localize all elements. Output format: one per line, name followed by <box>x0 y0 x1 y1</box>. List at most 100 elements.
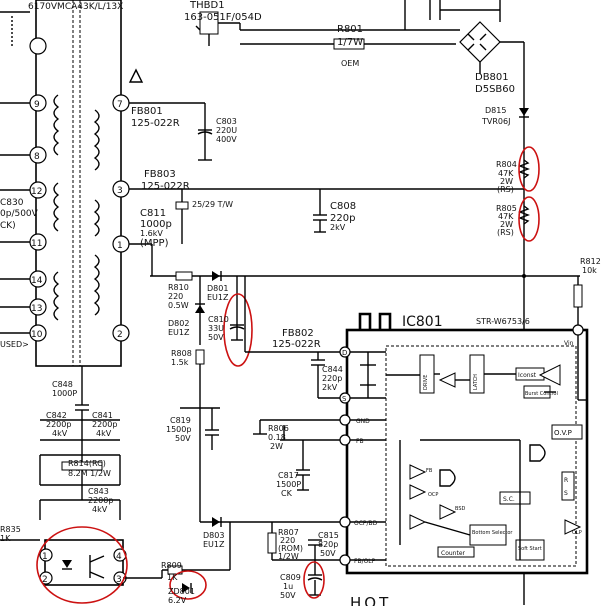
ic-pin-gnd: GND <box>356 418 370 425</box>
c842-ref: C842 <box>46 411 67 420</box>
c809-ref: C809 <box>280 573 301 582</box>
r807-ref: R807 <box>278 528 299 537</box>
r806-ref: R806 <box>268 424 289 433</box>
highlight-c809 <box>303 561 325 599</box>
r814-ref: R814(RC) <box>68 459 106 468</box>
r806-v1: 0.18 <box>268 433 286 442</box>
t-pin-14: 14 <box>31 276 43 286</box>
r812-val: 10k <box>582 266 597 275</box>
r801-ref: R801 <box>337 24 363 35</box>
d803-r807-c815-c809 <box>162 517 343 596</box>
blk-olp: OLP <box>572 530 582 536</box>
opto-pin-2: 2 <box>42 575 48 585</box>
c819-v2: 50V <box>175 434 191 443</box>
c817-ref: C817 <box>278 471 299 480</box>
c810-ref: C810 <box>208 315 229 324</box>
ic-pin-vin: Vin <box>564 340 574 347</box>
t-pin-9: 9 <box>34 100 40 110</box>
r808-ref: R808 <box>171 349 192 358</box>
c830-ref: C830 <box>0 198 24 208</box>
r804-v3: (RS) <box>497 185 514 194</box>
fb803-ref: FB803 <box>144 169 176 180</box>
t-pin-1: 1 <box>117 241 123 251</box>
d803-ref: D803 <box>203 531 224 540</box>
blk-r: R <box>564 477 568 484</box>
thbd1-val: 163-051F/054D <box>184 12 262 23</box>
t-pin-10: 10 <box>31 330 43 340</box>
c817-v1: 1500P <box>276 480 301 489</box>
d803-val: EU1Z <box>203 540 225 549</box>
blk-fb: FB <box>426 468 433 474</box>
ic-pin-fb: FB <box>356 438 364 445</box>
c815-v2: 50V <box>320 549 336 558</box>
r810-ref: R810 <box>168 283 189 292</box>
c815-ref: C815 <box>318 531 339 540</box>
blk-drive: DRIVE <box>423 375 429 390</box>
blk-ovp: O.V.P <box>554 429 572 437</box>
ic-pin-d: D <box>342 349 347 357</box>
r807-v3: 1/2W <box>278 552 299 561</box>
transformer-left-pins <box>0 94 47 342</box>
c809-v2: 50V <box>280 591 296 600</box>
transformer-right-pins <box>112 94 130 342</box>
r806-c817 <box>253 419 343 491</box>
c842-v1: 2200p <box>46 420 71 429</box>
fb801-val: 125-022R <box>131 118 180 129</box>
c811-ref: C811 <box>140 208 166 219</box>
thbd1-ref: THBD1 <box>189 0 225 11</box>
t-pin-12: 12 <box>31 187 42 197</box>
opto-pin-3: 3 <box>116 575 122 585</box>
blk-soft: Soft Start <box>518 546 542 552</box>
ic-pin-ocp: OCP/BD <box>354 520 378 527</box>
transformer-model-label: 6170VMCA43K/L/13X <box>28 2 123 12</box>
opto-pin-4: 4 <box>116 552 122 562</box>
c844-v1: 220p <box>322 374 342 383</box>
r835-val: 1K <box>0 534 11 543</box>
c844-ref: C844 <box>322 365 343 374</box>
c811-v2: 1.6kV <box>140 229 163 238</box>
c843-ref: C843 <box>88 487 109 496</box>
fb803-c811-c808 <box>129 188 524 276</box>
c830-val: 0p/500V <box>0 209 39 219</box>
r810-d801-d802-c810 <box>175 271 245 522</box>
d815-ref: D815 <box>485 106 506 115</box>
blk-ocp: OCP <box>428 492 438 498</box>
c841-v2: 4kV <box>96 429 112 438</box>
opto-pin-1: 1 <box>42 552 48 562</box>
c811-v1: 1000p <box>140 219 172 230</box>
fb802-c844 <box>244 276 343 399</box>
c817-v2: CK <box>281 489 293 498</box>
highlight-optocoupler <box>36 526 128 604</box>
highlight-r805 <box>518 196 540 242</box>
ic-internal-blocks <box>399 354 583 561</box>
c811-v3: (MPP) <box>140 238 169 249</box>
c808-v1: 220p <box>330 213 355 224</box>
r807-v1: 220 <box>280 536 295 545</box>
blk-bsd: BSD <box>455 506 466 512</box>
d802-ref: D802 <box>168 319 189 328</box>
highlight-c810 <box>223 293 253 367</box>
c844-v2: 2kV <box>322 383 338 392</box>
c808-ref: C808 <box>330 201 356 212</box>
used-label: USED> <box>0 340 29 349</box>
t-pin-11: 11 <box>31 239 42 249</box>
c841-v1: 2200p <box>92 420 117 429</box>
blk-counter: Counter <box>441 550 466 557</box>
ic801 <box>339 312 589 575</box>
r808-val: 1.5k <box>171 358 189 367</box>
db801-ref: DB801 <box>475 72 509 83</box>
r812-ref: R812 <box>580 257 601 266</box>
c810-v2: 50V <box>208 333 224 342</box>
r810-v1: 220 <box>168 292 183 301</box>
blk-sc: S.C. <box>503 496 515 503</box>
r804-v2: 2W <box>500 177 513 186</box>
hot-label: HOT <box>350 594 391 606</box>
c819-v1: 1500p <box>166 425 191 434</box>
t-pin-2: 2 <box>117 330 123 340</box>
zd801-ref: ZD801 <box>168 587 195 596</box>
d802-val: EU1Z <box>168 328 190 337</box>
d815-val: TVR06J <box>481 117 510 126</box>
c843-v2: 4kV <box>92 505 108 514</box>
c803-v1: 220U <box>216 126 237 135</box>
